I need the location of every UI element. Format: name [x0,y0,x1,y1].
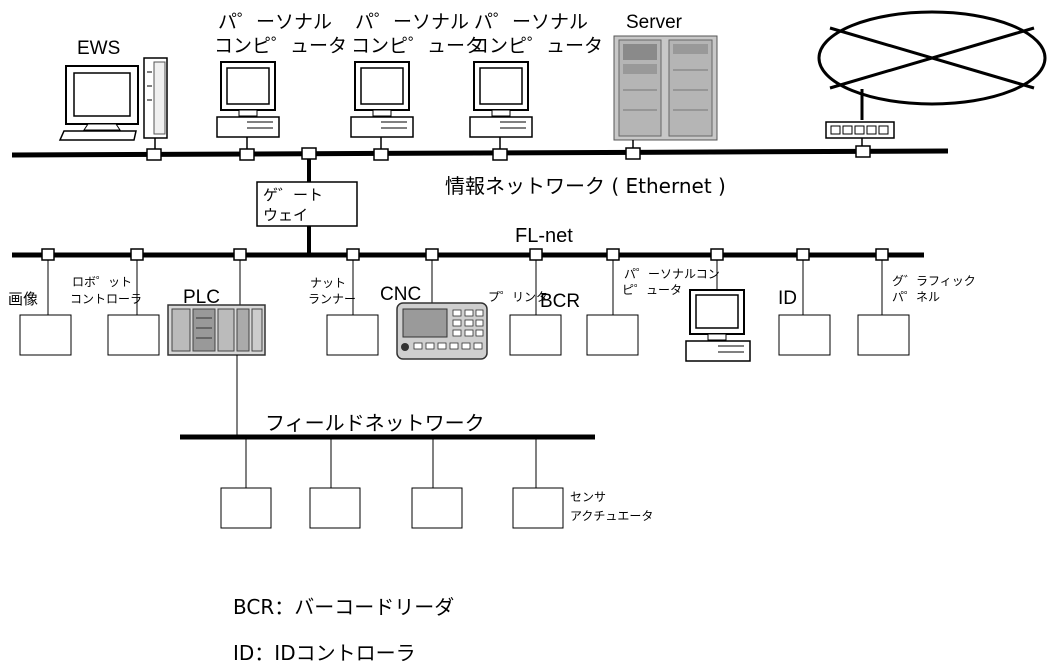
ethernet-label: 情報ネットワーク ( Ethernet ) [445,174,726,198]
server-label: Server [626,12,683,33]
field-network-label: フィールドネットワーク [265,411,485,435]
graphic-label-line2: パ゜ネル [892,290,940,304]
printer-box [510,315,561,355]
image-label: 画像 [8,290,38,308]
field-device-box [221,488,271,528]
graphic-label-line1: グ゛ラフィック [892,274,976,288]
id-box [779,315,830,355]
plc-icon [168,305,265,355]
graphic-panel-box [858,315,909,355]
robot-label-line2: コントローラ [70,292,142,306]
nutrunner-label-line2: ランナー [308,292,356,306]
flnet-label: FL-net [515,225,573,247]
legend-bcr: BCR：バーコードリーダ [233,595,454,619]
nutrunner-label-line1: ナット [310,276,346,290]
robot-label-line1: ロボ゜ット [72,275,132,289]
desktop-pc-icon [351,62,413,137]
id-label: ID [778,288,797,309]
cnc-label: CNC [380,284,421,305]
pc1-label-line2: コンピ゜ュータ [214,35,347,57]
pc-label-line2: ピ゜ュータ [622,283,682,297]
gateway-label-line2: ウェイ [263,206,308,224]
printer-label: プ゜リンタ [488,290,548,304]
ethernet-taps [147,137,870,160]
pc1-label-line1: パ゜ーソナル [218,11,332,33]
workstation-icon [60,66,138,140]
gateway-label-line1: ゲ゛ート [263,186,323,204]
field-device-box [310,488,360,528]
robot-controller-box [108,315,159,355]
server-rack-icon [614,36,717,140]
pc3-label-line1: パ゜ーソナル [474,11,588,33]
image-device-box [20,315,71,355]
field-device-box [412,488,462,528]
ews-label: EWS [77,38,120,59]
desktop-pc-icon [686,290,750,361]
pc-label-line1: パ゜ーソナルコン [624,267,720,281]
sensor-label-line2: アクチュエータ [570,509,653,523]
pc2-label-line2: コンピ゜ュータ [351,35,484,57]
bcr-label: BCR [540,291,580,312]
pc3-label-line2: コンピ゜ュータ [470,35,603,57]
sensor-label-line1: センサ [570,490,606,504]
ring-network-icon [819,12,1045,120]
legend-id: ID：IDコントローラ [233,641,416,665]
pc2-label-line1: パ゜ーソナル [355,11,469,33]
tower-icon [144,58,167,138]
field-device-box [513,488,563,528]
cnc-panel-icon [397,303,487,359]
desktop-pc-icon [470,62,532,137]
desktop-pc-icon [217,62,279,137]
bcr-box [587,315,638,355]
nutrunner-box [327,315,378,355]
